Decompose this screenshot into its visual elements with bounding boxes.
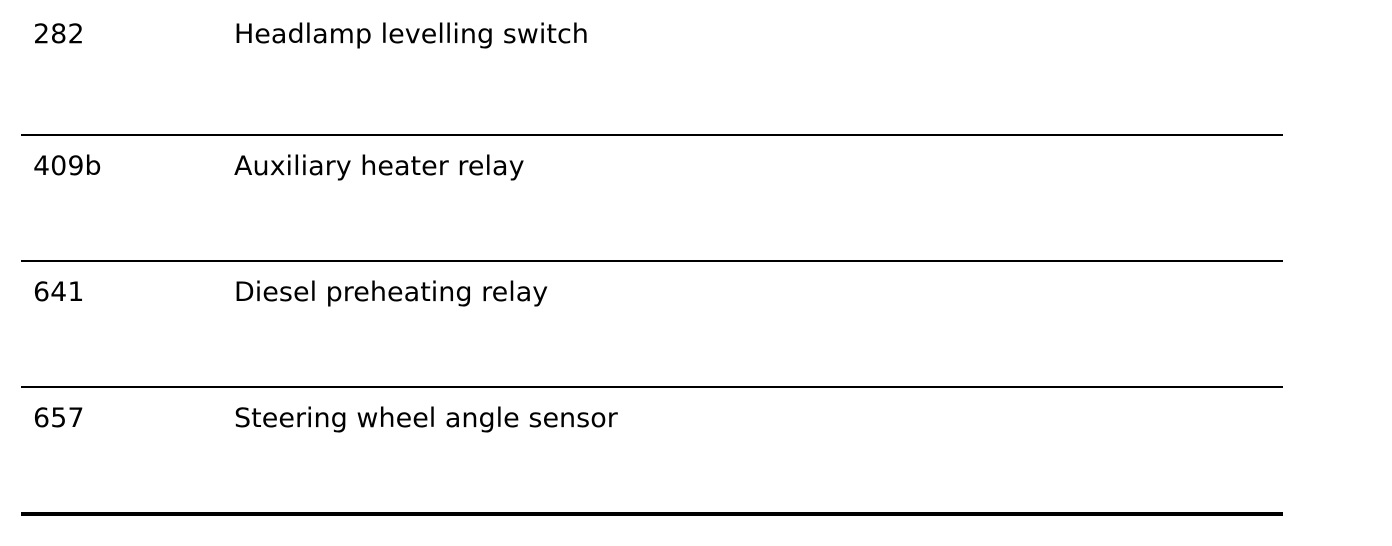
table-row: 657 Steering wheel angle sensor [21,386,1283,512]
component-code: 657 [33,403,85,434]
component-code: 409b [33,151,102,182]
component-code: 282 [33,19,85,50]
table-row: 282 Headlamp levelling switch [21,0,1283,134]
component-description: Diesel preheating relay [234,277,549,308]
table-row: 641 Diesel preheating relay [21,260,1283,386]
component-description: Auxiliary heater relay [234,151,525,182]
table-row: 409b Auxiliary heater relay [21,134,1283,260]
component-description: Steering wheel angle sensor [234,403,618,434]
component-code: 641 [33,277,85,308]
component-code-table: 282 Headlamp levelling switch 409b Auxil… [21,0,1283,516]
component-description: Headlamp levelling switch [234,19,589,50]
